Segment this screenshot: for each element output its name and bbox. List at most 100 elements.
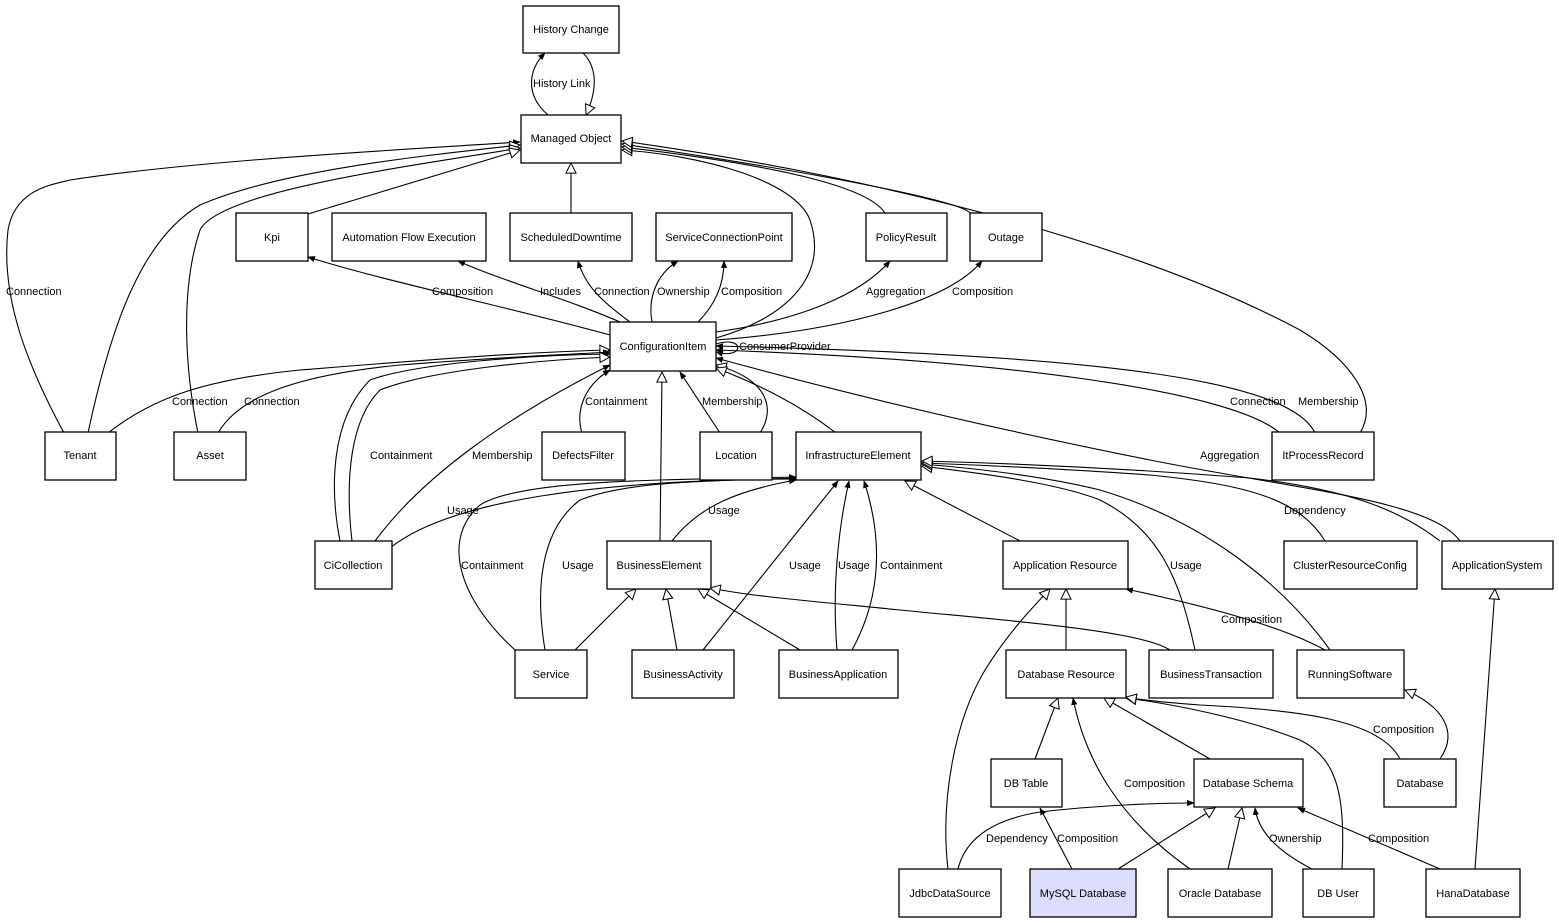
node-automation-flow-execution[interactable]: Automation Flow Execution <box>331 212 487 262</box>
node-oracle-database[interactable]: Oracle Database <box>1167 868 1273 918</box>
node-database-schema[interactable]: Database Schema <box>1193 758 1304 808</box>
node-label: BusinessTransaction <box>1160 669 1262 681</box>
edge-cicollection-ci-containment <box>333 351 611 542</box>
edge-ci-outage <box>715 260 983 341</box>
node-cluster-resource-config[interactable]: ClusterResourceConfig <box>1283 540 1418 590</box>
node-jdbc-data-source[interactable]: JdbcDataSource <box>898 868 1002 918</box>
node-label: ApplicationSystem <box>1452 560 1543 572</box>
edge-oracle-database-schema <box>1227 808 1242 870</box>
edge-business-app-infra-containment <box>851 480 877 651</box>
edge-label: Composition <box>721 286 782 298</box>
edge-label: ConsumerProvider <box>739 341 831 353</box>
edge-location-ci <box>679 371 721 434</box>
node-outage[interactable]: Outage <box>969 212 1043 262</box>
node-db-table[interactable]: DB Table <box>990 758 1063 808</box>
node-asset[interactable]: Asset <box>173 431 247 481</box>
node-label: JdbcDataSource <box>909 888 990 900</box>
edge-ci-automation-flow <box>457 260 621 323</box>
node-label: History Change <box>533 24 609 36</box>
node-hana-database[interactable]: HanaDatabase <box>1425 868 1521 918</box>
edge-business-app-business-element <box>698 589 801 651</box>
node-scheduled-downtime[interactable]: ScheduledDowntime <box>509 212 633 262</box>
node-label: MySQL Database <box>1040 888 1126 900</box>
node-label: HanaDatabase <box>1436 888 1509 900</box>
edge-db-table-database-resource <box>1034 698 1058 760</box>
node-application-resource[interactable]: Application Resource <box>1002 540 1129 590</box>
edge-label: Dependency <box>1284 505 1346 517</box>
node-policy-result[interactable]: PolicyResult <box>865 212 948 262</box>
node-infrastructure-element[interactable]: InfrastructureElement <box>795 431 922 481</box>
node-label: BusinessActivity <box>643 669 723 681</box>
edge-hana-database-schema-composition <box>1297 807 1441 870</box>
node-business-activity[interactable]: BusinessActivity <box>631 649 735 699</box>
edge-label: Connection <box>172 396 228 408</box>
edge-tenant-ci <box>107 350 610 434</box>
edge-oracle-database-resource-composition <box>1071 697 1191 870</box>
edge-ci-self <box>715 341 739 357</box>
node-service[interactable]: Service <box>514 649 588 699</box>
node-business-transaction[interactable]: BusinessTransaction <box>1148 649 1274 699</box>
node-label: Location <box>715 450 757 462</box>
edge-label: Ownership <box>1269 833 1322 845</box>
edge-appsystem-infra <box>922 461 1441 542</box>
node-managed-object[interactable]: Managed Object <box>520 114 622 164</box>
node-application-system[interactable]: ApplicationSystem <box>1441 540 1554 590</box>
node-label: ScheduledDowntime <box>521 232 622 244</box>
node-label: RunningSoftware <box>1308 669 1392 681</box>
edge-label: Aggregation <box>1200 450 1259 462</box>
edge-kpi-managed-object <box>307 150 520 215</box>
edge-label: Composition <box>1368 833 1429 845</box>
node-service-connection-point[interactable]: ServiceConnectionPoint <box>655 212 793 262</box>
node-it-process-record[interactable]: ItProcessRecord <box>1271 431 1375 481</box>
edge-label: Usage <box>789 560 821 572</box>
edge-label: Usage <box>562 560 594 572</box>
node-running-software[interactable]: RunningSoftware <box>1296 649 1405 699</box>
edge-business-transaction-business-element <box>710 588 1171 651</box>
node-tenant[interactable]: Tenant <box>44 431 117 481</box>
edge-label: Containment <box>585 396 647 408</box>
node-database[interactable]: Database <box>1383 758 1457 808</box>
node-ci-collection[interactable]: CiCollection <box>314 540 393 590</box>
edge-label: Containment <box>880 560 942 572</box>
node-configuration-item[interactable]: ConfigurationItem <box>609 321 717 372</box>
node-database-resource[interactable]: Database Resource <box>1005 649 1127 699</box>
edge-label: Ownership <box>657 286 710 298</box>
node-defects-filter[interactable]: DefectsFilter <box>541 431 626 481</box>
node-db-user[interactable]: DB User <box>1302 868 1375 918</box>
edge-it-process-record-managed-object <box>622 141 1367 434</box>
node-business-element[interactable]: BusinessElement <box>606 540 712 590</box>
edge-mysql-db-table-composition <box>1039 807 1073 870</box>
node-label: Application Resource <box>1013 560 1117 572</box>
edge-business-element-infra-usage <box>671 478 797 542</box>
edge-defectsfilter-ci <box>579 369 611 434</box>
edge-label: Usage <box>838 560 870 572</box>
edge-itprocess-ci-membership <box>715 343 1316 434</box>
edge-label: Composition <box>1057 833 1118 845</box>
edge-dbuser-database-schema-ownership <box>1252 807 1313 870</box>
node-label: Database Resource <box>1017 669 1114 681</box>
edge-infra-ci <box>716 368 837 434</box>
edge-hana-application-system <box>1474 589 1495 870</box>
node-mysql-database[interactable]: MySQL Database <box>1029 868 1137 918</box>
edge-label: Composition <box>1124 778 1185 790</box>
edge-asset-ci <box>217 349 611 434</box>
edges <box>6 52 1495 870</box>
edge-cluster-infra-dependency <box>922 463 1326 542</box>
node-label: Asset <box>196 450 224 462</box>
edge-tenant-managed-object-connection <box>6 139 521 434</box>
edge-label: Membership <box>472 450 533 462</box>
node-business-application[interactable]: BusinessApplication <box>778 649 899 699</box>
edge-database-running-software <box>1405 690 1449 760</box>
node-history-change[interactable]: History Change <box>522 5 620 54</box>
edge-ci-scp-ownership <box>650 260 679 323</box>
node-label: BusinessApplication <box>789 669 887 681</box>
edge-policy-result-managed-object <box>622 147 886 214</box>
node-label: DB Table <box>1004 778 1048 790</box>
edge-cicollection-ci <box>348 357 610 542</box>
edge-business-transaction-infra-usage <box>922 466 1196 651</box>
edge-label: Containment <box>461 560 523 572</box>
node-label: Oracle Database <box>1179 888 1262 900</box>
node-location[interactable]: Location <box>699 431 773 481</box>
node-kpi[interactable]: Kpi <box>235 212 309 262</box>
